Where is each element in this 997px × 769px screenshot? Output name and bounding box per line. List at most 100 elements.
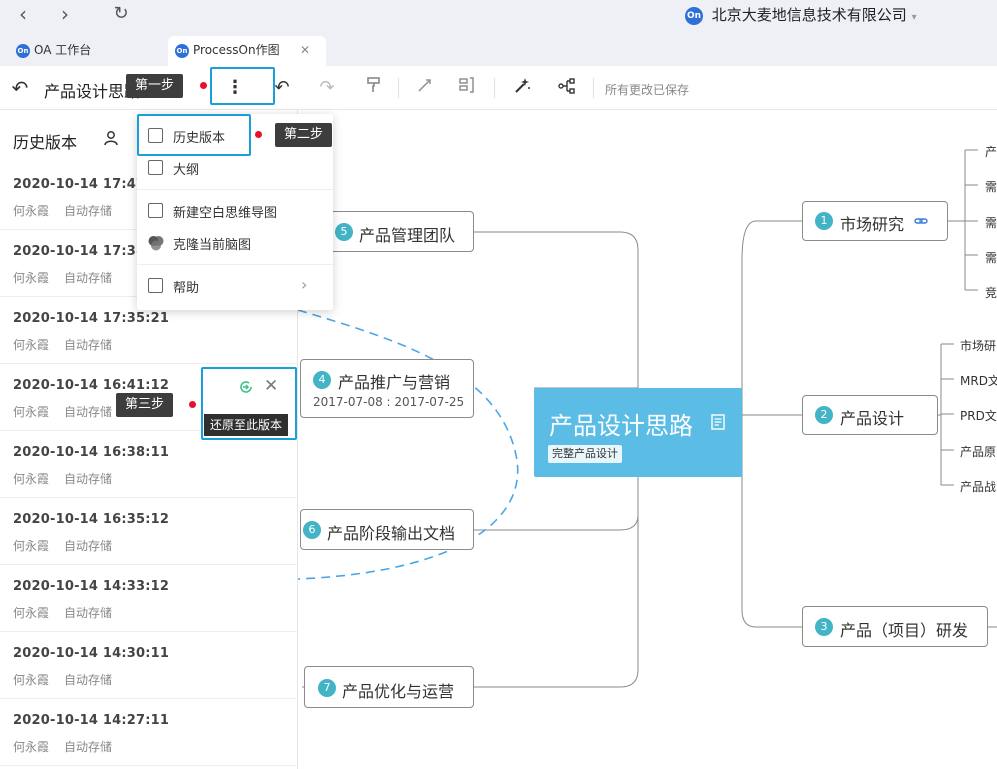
history-panel-title: 历史版本 (13, 133, 78, 152)
menu-item-label: 新建空白思维导图 (173, 206, 278, 221)
mindmap-node-development[interactable]: 3 产品（项目）研发 (802, 606, 988, 647)
leaf-node[interactable]: 产 (985, 145, 997, 159)
tab-label: OA 工作台 (34, 43, 92, 57)
leaf-node[interactable]: MRD文 (960, 374, 997, 388)
history-author: 何永霞 (13, 606, 50, 620)
history-author: 何永霞 (13, 740, 50, 754)
user-icon[interactable] (103, 130, 119, 150)
history-item[interactable]: 2020-10-14 17:35:21 何永霞 自动存储 (0, 297, 297, 364)
history-item[interactable]: 2020-10-14 17:38:11 何永霞 自动存储 (0, 230, 297, 297)
help-icon (148, 278, 163, 293)
outline-icon (148, 160, 163, 175)
history-type: 自动存储 (64, 539, 113, 553)
restore-action-area: ✕ 还原至此版本 (202, 368, 296, 439)
document-title[interactable]: 产品设计思路 (44, 82, 141, 101)
node-label: 产品阶段输出文档 (327, 524, 456, 543)
processon-logo-icon: On (175, 43, 189, 58)
mindmap-node-market-research[interactable]: 1 市场研究 (802, 201, 948, 241)
mindmap-canvas[interactable]: 产品设计思路 完整产品设计 1 市场研究 2 产品设计 3 产品（项目）研发 产… (298, 110, 997, 769)
mindmap-structure-icon[interactable] (555, 76, 579, 100)
chevron-down-icon: ▾ (911, 12, 917, 23)
menu-item-new-mindmap[interactable]: 新建空白思维导图 (137, 196, 333, 226)
mindmap-node-product-design[interactable]: 2 产品设计 (802, 395, 938, 435)
processon-logo-icon: On (685, 6, 703, 25)
history-item[interactable]: 2020-10-14 14:30:11 何永霞 自动存储 (0, 632, 297, 699)
save-status: 所有更改已保存 (605, 83, 690, 97)
company-switcher[interactable]: On 北京大麦地信息技术有限公司 ▾ (685, 4, 917, 25)
history-time: 2020-10-14 14:33:12 (13, 579, 170, 594)
leaf-node[interactable]: 竞 (985, 286, 997, 300)
node-number-badge: 4 (313, 371, 331, 389)
menu-item-history[interactable]: 历史版本 (137, 121, 333, 151)
redo-icon[interactable]: ↷ (319, 77, 335, 98)
history-type: 自动存储 (64, 405, 113, 419)
history-time: 2020-10-14 14:30:11 (13, 646, 170, 661)
format-painter-icon[interactable] (362, 76, 386, 100)
root-node[interactable]: 产品设计思路 完整产品设计 (534, 388, 742, 477)
menu-item-clone[interactable]: 克隆当前脑图 (137, 228, 333, 258)
history-item[interactable]: 2020-10-14 14:33:12 何永霞 自动存储 (0, 565, 297, 632)
reload-icon[interactable]: ↻ (113, 3, 129, 24)
step1-callout: 第一步 (126, 74, 184, 98)
step3-callout: 第三步 (116, 393, 174, 417)
mindmap-node-outputs[interactable]: 6 产品阶段输出文档 (300, 509, 474, 550)
mindmap-node-operation[interactable]: 7 产品优化与运营 (304, 666, 474, 708)
history-item[interactable]: 2020-10-14 16:38:11 何永霞 自动存储 (0, 431, 297, 498)
history-item[interactable]: 2020-10-14 16:35:12 何永霞 自动存储 (0, 498, 297, 565)
more-menu-button[interactable]: ⋮ (226, 77, 244, 98)
mindmap-node-team[interactable]: 5 产品管理团队 (326, 211, 474, 252)
menu-item-help[interactable]: 帮助 › (137, 271, 333, 301)
history-type: 自动存储 (64, 472, 113, 486)
history-time: 2020-10-14 16:41:12 (13, 378, 170, 393)
node-label: 产品推广与营销 (338, 373, 451, 392)
leaf-node[interactable]: 需 (985, 180, 997, 194)
menu-item-label: 克隆当前脑图 (173, 238, 252, 253)
summary-icon[interactable] (456, 76, 480, 100)
leaf-node[interactable]: 产品战 (960, 480, 997, 494)
restore-tooltip: 还原至此版本 (204, 414, 289, 436)
step3-highlight (201, 367, 297, 440)
node-label: 产品优化与运营 (342, 682, 455, 701)
more-dropdown-menu: 历史版本 大纲 新建空白思维导图 克隆当前脑图 帮助 › (137, 114, 333, 310)
root-tag[interactable]: 完整产品设计 (548, 445, 622, 463)
link-icon[interactable] (914, 213, 928, 232)
menu-item-label: 帮助 (173, 281, 200, 296)
forward-icon[interactable]: › (61, 2, 69, 26)
restore-icon[interactable] (238, 379, 254, 399)
leaf-node[interactable]: 需 (985, 251, 997, 265)
history-item-selected[interactable]: 2020-10-14 16:41:12 何永霞 自动存储 (0, 364, 297, 431)
node-label: 市场研究 (840, 215, 905, 234)
mindmap-connectors (298, 149, 997, 688)
undo-icon[interactable]: ↶ (274, 77, 290, 98)
chevron-right-icon: › (301, 275, 308, 294)
leaf-node[interactable]: 需 (985, 216, 997, 230)
tab-oa[interactable]: On OA 工作台 (16, 36, 166, 66)
close-icon[interactable]: ✕ (264, 376, 279, 396)
history-time: 2020-10-14 17:38:11 (13, 244, 170, 259)
node-date-range: 2017-07-08 : 2017-07-25 (313, 395, 465, 409)
leaf-node[interactable]: 产品原 (960, 445, 997, 459)
history-author: 何永霞 (13, 673, 50, 687)
history-item[interactable]: 2020-10-14 14:27:11 何永霞 自动存储 (0, 699, 297, 766)
back-icon[interactable]: ‹ (19, 2, 27, 26)
note-icon[interactable] (711, 414, 725, 434)
node-number-badge: 2 (815, 406, 833, 424)
leaf-node[interactable]: 市场研 (960, 339, 997, 353)
menu-item-outline[interactable]: 大纲 (137, 153, 333, 183)
connector-line-icon[interactable] (413, 76, 437, 100)
mindmap-node-promotion[interactable]: 4 产品推广与营销 2017-07-08 : 2017-07-25 (300, 359, 474, 418)
leaf-node[interactable]: PRD文 (960, 409, 997, 423)
history-type: 自动存储 (64, 740, 113, 754)
node-number-badge: 7 (318, 679, 336, 697)
history-author: 何永霞 (13, 338, 50, 352)
back-arrow-icon[interactable]: ↶ (11, 76, 29, 100)
node-number-badge: 3 (815, 618, 833, 636)
close-icon[interactable]: ✕ (300, 43, 311, 57)
node-label: 产品管理团队 (359, 226, 456, 245)
magic-wand-icon[interactable] (510, 76, 534, 100)
history-time: 2020-10-14 16:35:12 (13, 512, 170, 527)
history-time: 2020-10-14 14:27:11 (13, 713, 170, 728)
processon-logo-icon: On (16, 43, 30, 58)
